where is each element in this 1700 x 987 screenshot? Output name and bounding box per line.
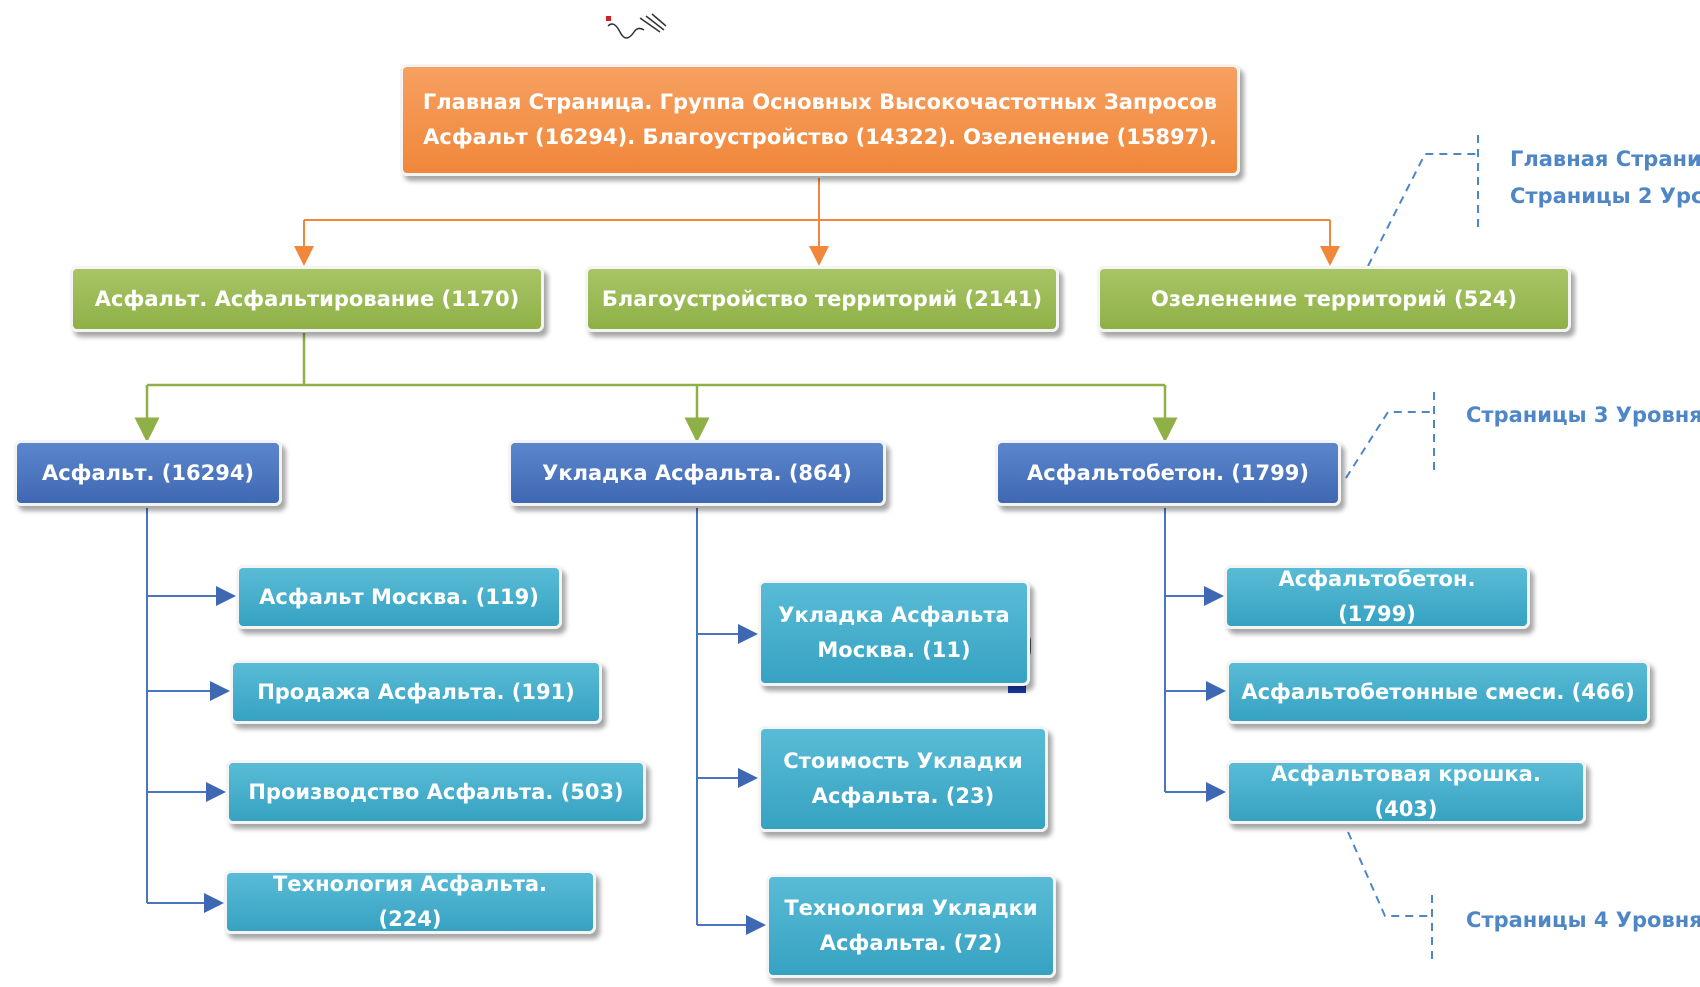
note-level2-line2: Страницы 2 Урс xyxy=(1510,184,1700,208)
level3-node-asphalt-concrete[interactable]: Асфальтобетон. (1799) xyxy=(995,440,1341,506)
level4-node-asphalt-moscow[interactable]: Асфальт Москва. (119) xyxy=(236,565,562,629)
level4-node-asphalt-concrete-mixes[interactable]: Асфальтобетонные смеси. (466) xyxy=(1226,660,1650,724)
level4-node-laying-moscow[interactable]: Укладка Асфальта Москва. (11) xyxy=(758,580,1030,686)
level4-node-asphalt-crumb[interactable]: Асфальтовая крошка. (403) xyxy=(1226,760,1586,824)
level4-node-asphalt-production[interactable]: Производство Асфальта. (503) xyxy=(226,760,646,824)
root-node[interactable]: Главная Страница. Группа Основных Высоко… xyxy=(400,64,1240,176)
level2-node-asphalt[interactable]: Асфальт. Асфальтирование (1170) xyxy=(70,266,544,332)
level4-node-asphalt-concrete[interactable]: Асфальтобетон. (1799) xyxy=(1224,565,1530,629)
level2-node-improvement[interactable]: Благоустройство территорий (2141) xyxy=(585,266,1059,332)
level3-node-laying[interactable]: Укладка Асфальта. (864) xyxy=(508,440,886,506)
level3-node-asphalt[interactable]: Асфальт. (16294) xyxy=(14,440,282,506)
note-level3: Страницы 3 Уровня xyxy=(1466,403,1700,427)
level4-node-asphalt-sale[interactable]: Продажа Асфальта. (191) xyxy=(230,660,602,724)
note-level2-line1: Главная Страни xyxy=(1510,147,1700,171)
level4-node-laying-technology[interactable]: Технология Укладки Асфальта. (72) xyxy=(766,874,1056,978)
level4-node-laying-cost[interactable]: Стоимость Укладки Асфальта. (23) xyxy=(758,726,1048,832)
squiggle-icon xyxy=(606,13,667,39)
level4-node-asphalt-technology[interactable]: Технология Асфальта. (224) xyxy=(224,870,596,934)
note-level4: Страницы 4 Уровня xyxy=(1466,908,1700,932)
level2-node-greening[interactable]: Озеленение территорий (524) xyxy=(1097,266,1571,332)
